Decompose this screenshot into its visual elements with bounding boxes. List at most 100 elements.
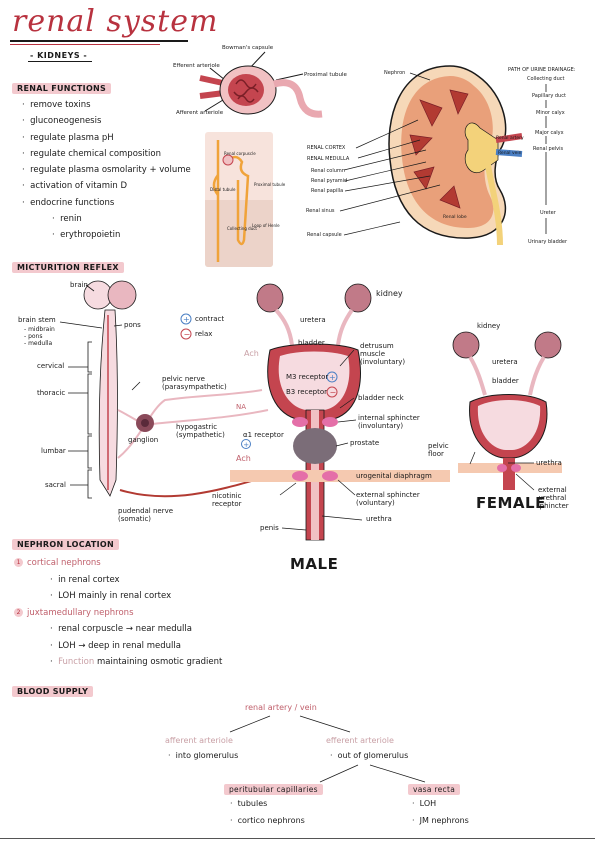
female-bladder-label: bladder	[492, 377, 519, 385]
list-item: · activation of vitamin D	[22, 181, 128, 192]
list-item: · regulate plasma osmolarity + volume	[22, 165, 191, 176]
brainstem-part: - midbrain	[24, 326, 55, 333]
list-item: · LOH → deep in renal medulla	[50, 640, 181, 651]
list-item: · JM nephrons	[412, 816, 469, 825]
list-item: · tubules	[230, 799, 268, 808]
renal-functions-header: RENAL FUNCTIONS	[12, 83, 112, 94]
renal-corpuscle-label: Renal corpuscle	[224, 151, 256, 156]
male-ureters-label: uretera	[300, 316, 326, 324]
path-step: Papillary duct	[532, 93, 566, 99]
list-item: · LOH	[412, 799, 437, 808]
list-item: · out of glomerulus	[330, 751, 409, 760]
sacral-label: sacral	[45, 481, 66, 489]
vasa-recta-heading: vasa recta	[408, 784, 461, 795]
blood-supply-header: BLOOD SUPPLY	[12, 686, 94, 697]
list-item: · in renal cortex	[50, 574, 120, 585]
list-item: · Function maintaining osmotic gradient	[50, 657, 223, 667]
renal-functions-list: · remove toxins · gluconeogenesis · regu…	[22, 97, 191, 244]
svg-text:−: −	[184, 330, 191, 339]
female-ureters-label: uretera	[492, 358, 518, 366]
proximal-tubule-label: Proximal tubule	[304, 72, 347, 78]
male-urethra-label: urethra	[366, 515, 392, 523]
alpha1-receptor-label: α1 receptor	[243, 431, 284, 439]
efferent-arteriole-heading: efferent arteriole	[326, 736, 394, 745]
male-kidney-label: kidney	[376, 289, 403, 298]
svg-text:−: −	[330, 388, 337, 397]
svg-text:+: +	[243, 441, 249, 449]
ach-label-2: Ach	[236, 454, 251, 463]
renal-artery-label: Renal artery	[496, 136, 524, 141]
pons-label: pons	[124, 321, 141, 329]
nephron-location-header: NEPHRON LOCATION	[12, 539, 119, 550]
path-step: Major calyx	[535, 130, 564, 136]
path-step: Ureter	[540, 210, 556, 216]
page-bottom-divider	[0, 838, 595, 839]
brain-label: brain	[70, 281, 88, 289]
list-item: · LOH mainly in renal cortex	[50, 591, 172, 601]
female-kidney-label: kidney	[477, 322, 501, 330]
renal-pyramid-label: Renal pyramid	[311, 178, 348, 184]
b3-receptor-label: B3 receptor	[286, 388, 328, 396]
renal-vein-label: Renal vein	[498, 151, 522, 156]
hypogastric-label: hypogastric(sympathetic)	[176, 423, 225, 439]
collecting-duct-label: Collecting duct	[227, 226, 257, 231]
ganglion-label: ganglion	[128, 436, 159, 444]
subtitle: - KIDNEYS -	[30, 51, 88, 60]
nephron-label: Nephron	[384, 70, 406, 76]
cervical-label: cervical	[37, 362, 65, 370]
renal-cortex-label: RENAL CORTEX	[307, 145, 346, 151]
subtitle-underline	[28, 61, 92, 62]
efferent-arteriole-label: Efferent arteriole	[173, 63, 220, 69]
contract-legend-label: contract	[195, 315, 225, 323]
list-item: · renin	[52, 214, 82, 225]
list-item: · remove toxins	[22, 100, 91, 110]
renal-artery-vein-label: renal artery / vein	[245, 703, 317, 712]
afferent-arteriole-heading: afferent arteriole	[165, 736, 233, 745]
female-urethra-label: urethra	[536, 459, 562, 467]
title-underline	[10, 40, 188, 42]
nephron-card-medulla	[205, 200, 273, 267]
penis-label: penis	[260, 524, 279, 532]
bowmans-capsule-label: Bowman's capsule	[222, 45, 274, 51]
list-item: · cortico nephrons	[230, 816, 305, 825]
path-step: Collecting duct	[527, 76, 565, 82]
renal-capsule-label: Renal capsule	[307, 232, 342, 238]
internal-sphincter-label: internal sphincter(involuntary)	[358, 414, 420, 430]
male-bladder-label: bladder	[298, 339, 325, 347]
pudendal-nerve-label: pudendal nerve(somatic)	[118, 507, 174, 523]
micturition-header: MICTURITION REFLEX	[12, 262, 124, 273]
brainstem-part: - medulla	[24, 340, 53, 347]
female-heading: FEMALE	[476, 494, 546, 512]
bladder-neck-label: bladder neck	[358, 394, 404, 402]
renal-medulla-label: RENAL MEDULLA	[307, 156, 350, 162]
brainstem-part: - pons	[24, 333, 43, 340]
list-item: · renal corpuscle → near medulla	[50, 624, 192, 634]
renal-lobe-label: Renal lobe	[443, 215, 467, 220]
na-label: NA	[236, 403, 247, 411]
list-item: · endocrine functions	[22, 197, 115, 208]
urogenital-diaphragm-label: urogenital diaphragm	[356, 472, 432, 480]
list-item: · gluconeogenesis	[22, 116, 102, 127]
peritubular-capillaries-heading: peritubular capillaries	[224, 784, 323, 795]
list-item: · regulate chemical composition	[22, 148, 161, 159]
renal-column-label: Renal column	[311, 168, 345, 174]
renal-sinus-label: Renal sinus	[306, 208, 335, 214]
svg-text:+: +	[183, 315, 190, 324]
renal-papilla-label: Renal papilla	[311, 188, 344, 194]
urine-path-header: PATH OF URINE DRAINAGE:	[508, 67, 576, 73]
list-item: · erythropoietin	[52, 230, 121, 241]
path-step: Minor calyx	[536, 110, 565, 116]
m3-receptor-label: M3 receptor	[286, 373, 329, 381]
loop-of-henle-label: Loop of Henle	[252, 223, 280, 228]
thoracic-label: thoracic	[37, 389, 66, 397]
external-sphincter-label: external sphincter(voluntary)	[356, 491, 420, 507]
afferent-arteriole-label: Afferent arteriole	[176, 110, 224, 116]
brainstem-label: brain stem	[18, 316, 56, 324]
